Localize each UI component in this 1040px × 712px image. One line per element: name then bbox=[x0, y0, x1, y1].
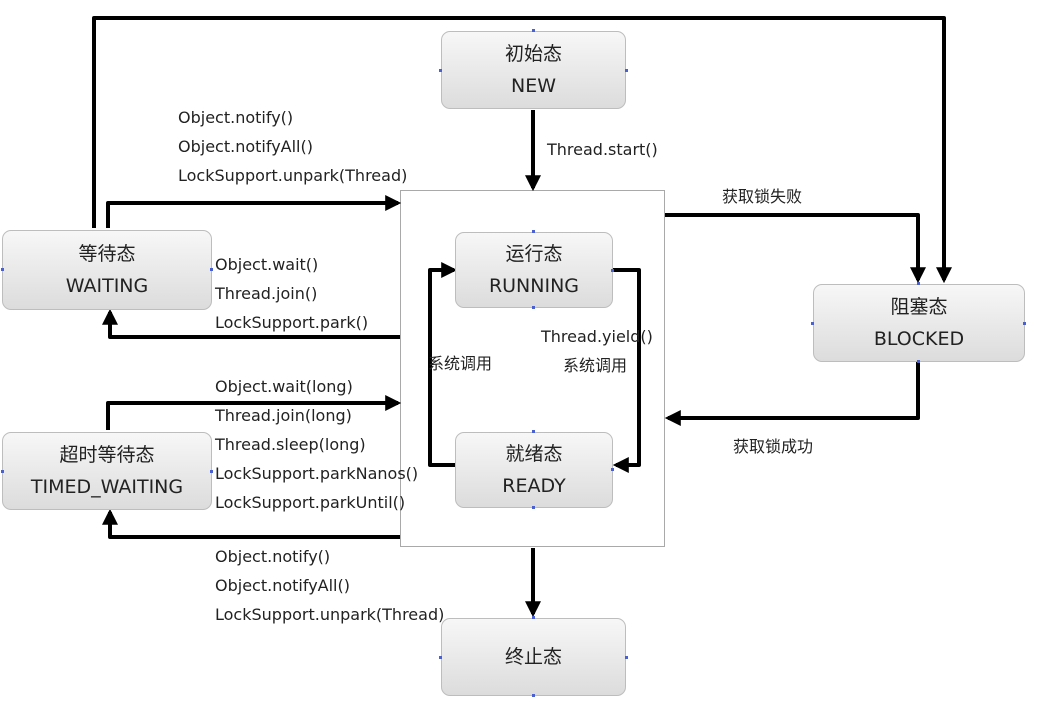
state-timed-waiting-zh: 超时等待态 bbox=[59, 444, 155, 466]
selection-handle bbox=[1023, 322, 1026, 325]
label-line: 系统调用 bbox=[563, 356, 628, 375]
arrow-ready-to-running bbox=[428, 262, 458, 467]
label-line: Object.wait() bbox=[215, 255, 319, 274]
selection-handle bbox=[1, 268, 4, 271]
label-line: LockSupport.parkUntil() bbox=[215, 493, 406, 512]
arrow-running-to-ready bbox=[612, 268, 641, 473]
arrow-lock-success bbox=[664, 362, 920, 426]
label-line: Object.notifyAll() bbox=[178, 137, 313, 156]
selection-handle bbox=[439, 69, 442, 72]
arrow-waiting-to-blocked bbox=[92, 16, 952, 284]
arrow-timed-to-runnable bbox=[106, 395, 402, 430]
label-line: Object.notify() bbox=[215, 547, 331, 566]
selection-handle bbox=[611, 269, 614, 272]
selection-handle bbox=[532, 506, 535, 509]
state-blocked: 阻塞态 BLOCKED bbox=[813, 284, 1025, 362]
arrow-runnable-to-timed bbox=[102, 508, 400, 539]
state-ready-en: READY bbox=[502, 475, 566, 497]
state-blocked-zh: 阻塞态 bbox=[890, 296, 948, 318]
selection-handle bbox=[1, 470, 4, 473]
selection-handle bbox=[611, 468, 614, 471]
state-running-zh: 运行态 bbox=[505, 243, 563, 265]
label-line: Object.notifyAll() bbox=[215, 576, 350, 595]
selection-handle bbox=[532, 306, 535, 309]
selection-handle bbox=[917, 360, 920, 363]
label-line: LockSupport.unpark(Thread) bbox=[178, 166, 408, 185]
label-line: LockSupport.unpark(Thread) bbox=[215, 605, 445, 624]
label-lock-fail: 获取锁失败 bbox=[722, 187, 803, 206]
selection-handle bbox=[532, 616, 535, 619]
label-lock-success: 获取锁成功 bbox=[733, 437, 814, 456]
selection-handle bbox=[532, 694, 535, 697]
state-timed-waiting-en: TIMED_WAITING bbox=[30, 476, 184, 498]
label-thread-start: Thread.start() bbox=[547, 140, 658, 159]
state-running: 运行态 RUNNING bbox=[455, 232, 613, 308]
state-running-en: RUNNING bbox=[488, 275, 580, 297]
state-waiting-zh: 等待态 bbox=[78, 243, 136, 265]
state-blocked-en: BLOCKED bbox=[873, 328, 965, 350]
label-line: LockSupport.park() bbox=[215, 313, 369, 332]
label-running-to-ready: Thread.yield() 系统调用 bbox=[541, 322, 653, 380]
label-ready-to-running: 系统调用 bbox=[428, 354, 493, 373]
label-line: Object.notify() bbox=[178, 108, 294, 127]
selection-handle bbox=[532, 230, 535, 233]
state-new: 初始态 NEW bbox=[441, 31, 626, 109]
selection-handle bbox=[439, 656, 442, 659]
state-new-en: NEW bbox=[510, 75, 556, 97]
label-runnable-to-timed: Object.wait(long) Thread.join(long) Thre… bbox=[215, 372, 418, 517]
selection-handle bbox=[532, 29, 535, 32]
selection-handle bbox=[210, 470, 213, 473]
state-timed-waiting: 超时等待态 TIMED_WAITING bbox=[2, 432, 212, 510]
selection-handle bbox=[625, 69, 628, 72]
selection-handle bbox=[625, 656, 628, 659]
state-new-zh: 初始态 bbox=[504, 43, 562, 65]
state-terminated: 终止态 bbox=[441, 618, 626, 696]
state-ready: 就绪态 READY bbox=[455, 432, 613, 508]
selection-handle bbox=[532, 430, 535, 433]
state-waiting: 等待态 WAITING bbox=[2, 230, 212, 310]
label-line: Thread.join() bbox=[215, 284, 318, 303]
label-runnable-to-waiting: Object.wait() Thread.join() LockSupport.… bbox=[215, 250, 368, 337]
label-line: LockSupport.parkNanos() bbox=[215, 464, 419, 483]
label-line: Thread.sleep(long) bbox=[215, 435, 366, 454]
label-line: Thread.yield() bbox=[541, 327, 653, 346]
label-line: Object.wait(long) bbox=[215, 377, 353, 396]
state-waiting-en: WAITING bbox=[65, 275, 149, 297]
label-line: Thread.join(long) bbox=[215, 406, 352, 425]
arrow-waiting-to-runnable bbox=[106, 195, 402, 228]
label-waiting-to-runnable: Object.notify() Object.notifyAll() LockS… bbox=[178, 103, 407, 190]
selection-handle bbox=[811, 322, 814, 325]
state-ready-zh: 就绪态 bbox=[505, 443, 563, 465]
label-timed-to-runnable: Object.notify() Object.notifyAll() LockS… bbox=[215, 542, 444, 629]
arrow-runnable-to-waiting bbox=[102, 308, 400, 339]
arrow-lock-fail bbox=[665, 213, 926, 284]
selection-handle bbox=[917, 282, 920, 285]
state-terminated-zh: 终止态 bbox=[504, 646, 562, 668]
selection-handle bbox=[210, 268, 213, 271]
